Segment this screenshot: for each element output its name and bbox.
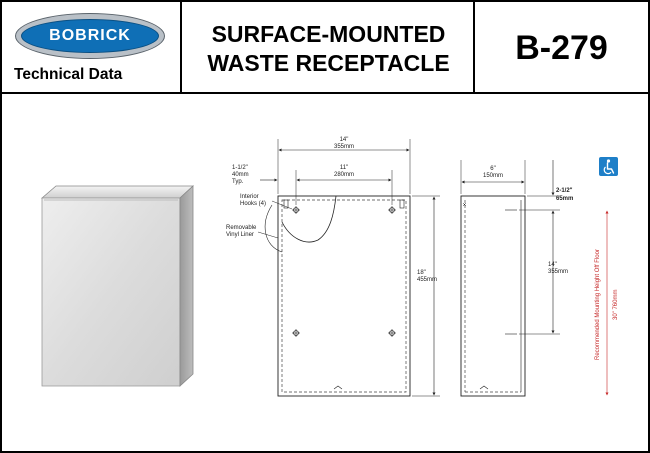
header: BOBRICK Technical Data SURFACE-MOUNTED W…	[2, 2, 648, 94]
side-hook-spacing-inches: 14"	[548, 262, 557, 268]
wheelchair-icon	[599, 157, 618, 176]
overall-width-mm: 355mm	[334, 144, 354, 150]
interior-hook	[292, 206, 300, 214]
technical-data-label: Technical Data	[14, 66, 123, 83]
edge-offset-note: Typ.	[232, 179, 244, 185]
product-photo	[40, 185, 195, 387]
logo-badge: BOBRICK	[21, 19, 159, 53]
vinyl-liner-label: Removable	[226, 225, 257, 231]
logo-text: BOBRICK	[49, 27, 131, 44]
side-view-drawing: 6" 150mm 2-1/2" 65mm 14" 355mm Recommend…	[460, 160, 619, 397]
vinyl-liner-label-2: Vinyl Liner	[226, 232, 254, 238]
front-view-drawing: 14" 355mm 11" 280mm 1-1/2" 40mm Typ. Int…	[226, 137, 440, 397]
edge-offset-inches: 1-1/2"	[232, 165, 248, 171]
top-offset-inches: 2-1/2"	[556, 188, 573, 194]
logo-cell: BOBRICK Technical Data	[2, 2, 182, 92]
title-line-1: SURFACE-MOUNTED	[211, 21, 446, 47]
side-hook-spacing-mm: 355mm	[548, 269, 568, 275]
depth-mm: 150mm	[483, 173, 503, 179]
title-cell: SURFACE-MOUNTED WASTE RECEPTACLE	[182, 2, 475, 92]
height-mm: 455mm	[417, 277, 437, 283]
mounting-height-note: Recommended Mounting Height Off Floor	[595, 249, 601, 360]
depth-inches: 6"	[490, 166, 495, 172]
interior-hooks-count: Hooks (4)	[240, 201, 266, 207]
edge-offset-mm: 40mm	[232, 172, 249, 178]
hook-spacing-mm: 280mm	[334, 172, 354, 178]
model-cell: B-279	[475, 2, 648, 92]
overall-width-inches: 14"	[340, 137, 349, 143]
top-offset-mm: 65mm	[556, 196, 573, 202]
title-line-2: WASTE RECEPTACLE	[207, 50, 450, 76]
hook-spacing-inches: 11"	[340, 165, 348, 171]
height-inches: 18"	[417, 270, 426, 276]
interior-hooks-label: Interior	[240, 194, 259, 200]
model-number: B-279	[515, 29, 608, 67]
interior-hook	[388, 206, 396, 214]
mounting-height-value: 30" 760mm	[613, 290, 619, 320]
interior-hook	[292, 329, 300, 337]
bobrick-logo: BOBRICK	[15, 13, 165, 59]
interior-hook	[388, 329, 396, 337]
